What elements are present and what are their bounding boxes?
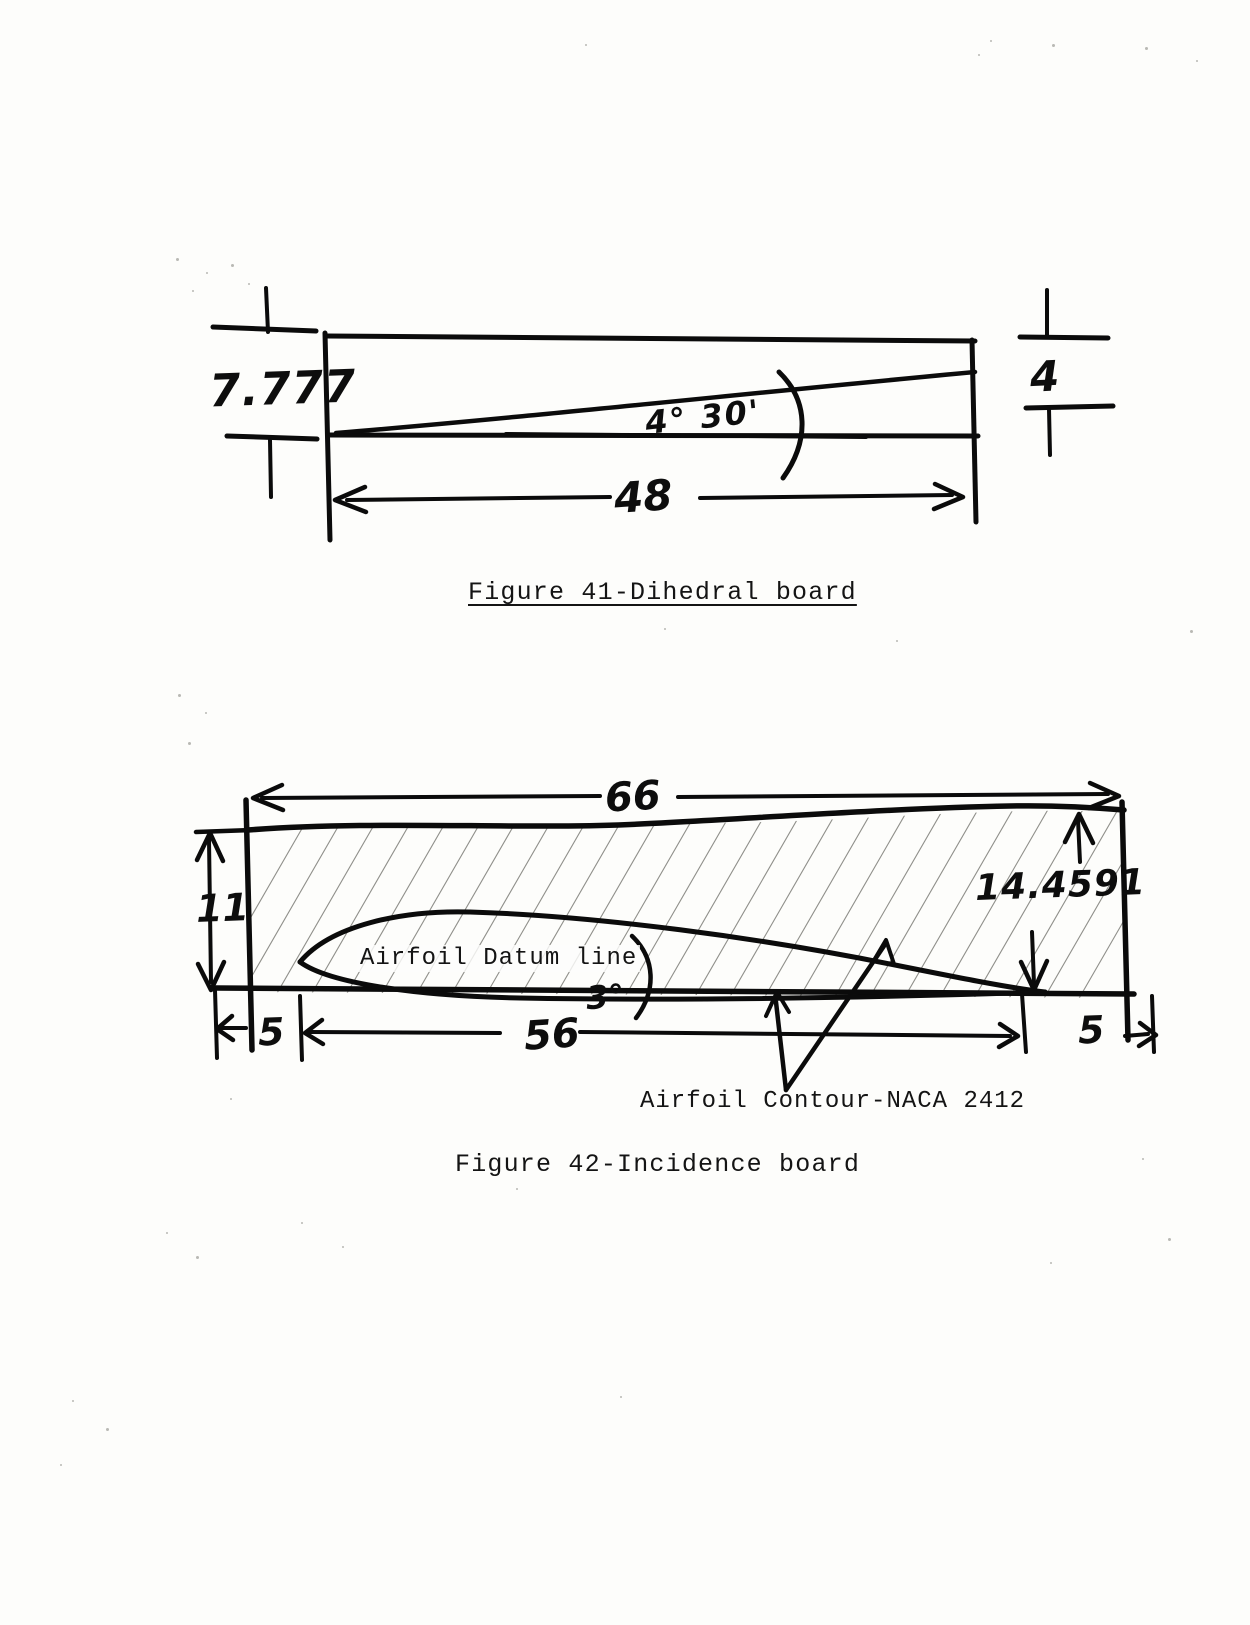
fig41-right-height-label: 4 [1028,351,1061,402]
naca-leader-arrow-1 [764,990,791,1018]
incidence-angle-arc [629,933,653,1021]
figure-41-caption: Figure 41-Dihedral board [468,578,857,607]
fig41-left-height-label: 7.777 [208,359,358,418]
chord-right-witness [1020,992,1028,1054]
left-offset-witness [213,988,219,1060]
right-extension-line-bottom [1023,403,1116,411]
fig42-angle-label: 3° [584,976,626,1018]
left-height-upper-witness [193,827,255,835]
right-offset-dim-line [1123,1032,1150,1038]
figure-42-caption: Figure 42-Incidence board [455,1150,861,1179]
right-height-arrow-up [1062,811,1096,846]
figure-42-drawing: 66 11 14.4591 3° 56 5 5 Airfoil Datum li… [0,740,1250,1160]
fig42-right-offset-label: 5 [1077,1007,1106,1053]
right-offset-witness [1150,994,1156,1054]
scan-artifact [196,1256,199,1259]
board-left-end [243,797,255,1053]
fig42-right-height-label: 14.4591 [974,862,1147,909]
scan-artifact [516,1188,518,1190]
angle-reference-line [504,432,868,439]
fig42-chord-label: 56 [522,1010,582,1060]
right-witness-tick-lower [1047,407,1052,457]
airfoil-lower-surface [297,959,1048,1002]
figure-42-svg [193,780,1159,1093]
board-top-edge [324,333,978,344]
board-left-end [322,330,333,543]
scan-artifact [166,1232,168,1234]
fig42-airfoil-contour-label: Airfoil Contour-NACA 2412 [640,1088,1026,1115]
board-top-edge [245,803,1127,833]
left-extension-line-top [210,324,319,334]
chord-arrow-left [302,1017,326,1047]
chord-arrow-right [996,1021,1021,1050]
scan-artifact [301,1222,303,1224]
left-extension-line-bottom [224,433,320,442]
left-witness-tick-upper [264,286,270,334]
left-height-dim-line [207,838,213,984]
naca-leader-line-1 [773,999,789,1093]
overall-arrow-right [1086,780,1122,811]
scan-artifact [620,1396,622,1398]
fig41-length-label: 48 [612,470,675,523]
scan-artifact [72,1400,74,1402]
scan-artifact [342,1246,344,1248]
length-arrow-right [931,481,966,512]
scan-artifact [1168,1238,1171,1241]
board-right-end [1119,799,1131,1043]
right-offset-arrow [1136,1020,1159,1049]
taper-slope-line [333,369,978,436]
right-height-dim-line-upper [1076,818,1082,864]
airfoil-upper-surface [297,909,1048,995]
chord-dim-line-right [578,1030,1012,1038]
scan-artifact [106,1428,109,1431]
scan-artifact [205,712,207,714]
scan-artifact [896,640,898,642]
chord-left-witness [298,994,304,1062]
fig42-datum-line-label: Airfoil Datum line [357,945,641,972]
left-height-arrow-down [195,959,227,993]
length-dim-line-left [345,495,612,502]
fig42-overall-length-label: 66 [603,772,662,822]
overall-dim-line-right [676,792,1110,799]
board-right-end [969,337,979,525]
chord-dim-line-left [308,1030,502,1035]
scan-artifact [60,1464,62,1466]
right-height-dim-line-lower [1030,930,1036,986]
length-dim-line-right [698,493,954,500]
fig42-left-offset-label: 5 [257,1009,286,1055]
overall-arrow-left [250,782,286,813]
angle-arc [776,369,805,481]
overall-dim-line-left [260,794,602,800]
length-arrow-left [332,484,369,515]
left-witness-tick-lower [268,438,273,499]
scan-artifact [178,694,181,697]
figure-41-svg [210,286,1116,543]
figure-41-drawing: 7.777 4 4° 30' 48 [0,0,1250,640]
right-extension-line-top [1017,334,1111,341]
naca-leader-line-2 [783,943,887,1093]
fig42-left-height-label: 11 [195,885,250,931]
naca-leader-arrow-2 [871,938,896,966]
scan-artifact [1050,1262,1052,1264]
